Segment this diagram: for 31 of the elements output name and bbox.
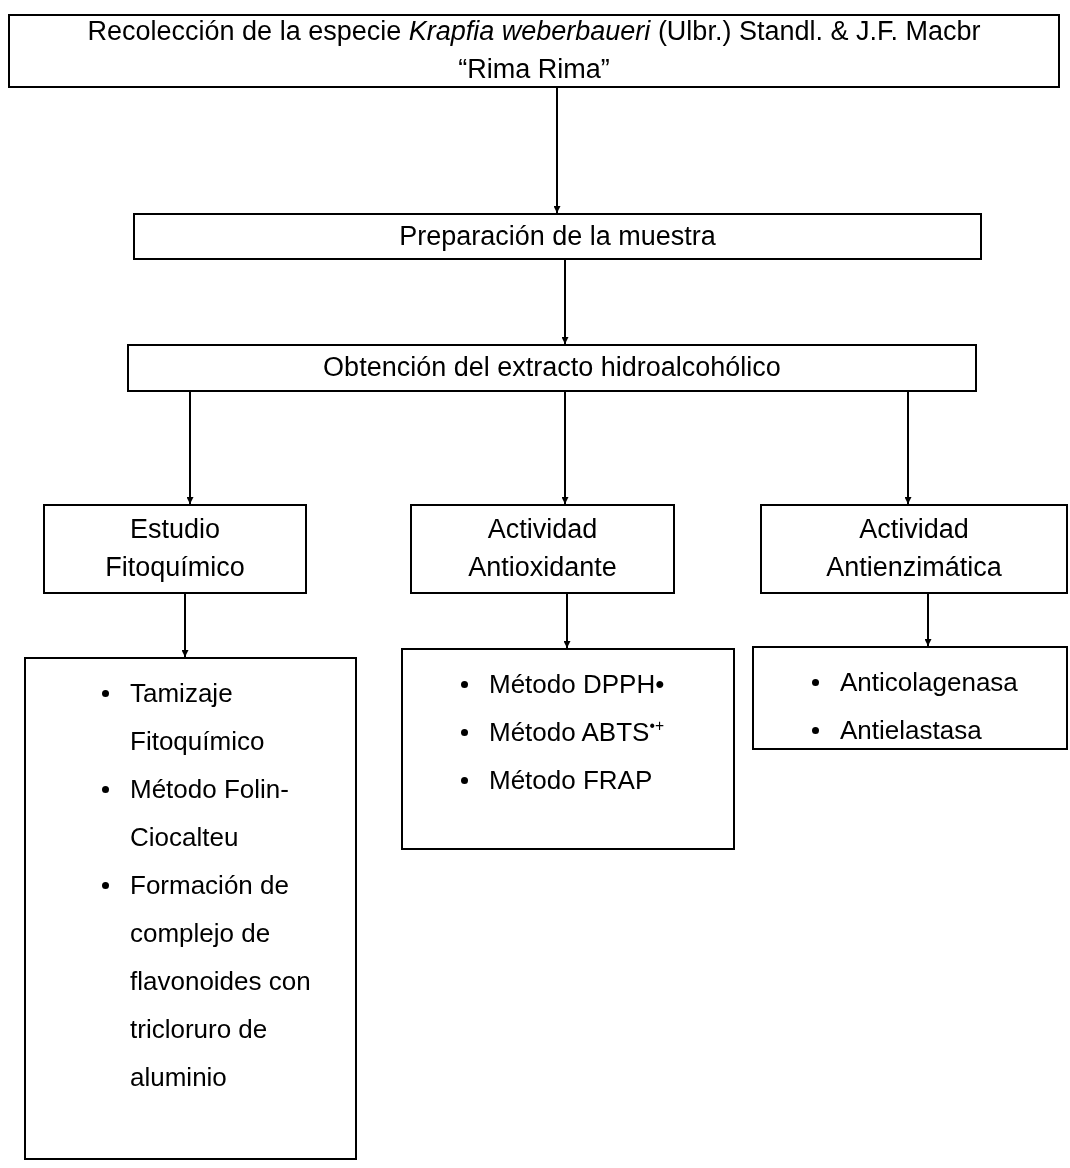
- step-label: Actividad Antioxidante: [467, 513, 618, 584]
- process-box: [8, 14, 1060, 88]
- process-box: [43, 504, 307, 594]
- process-box: [410, 504, 675, 594]
- arrow: [904, 391, 912, 505]
- arrow: [561, 259, 569, 345]
- step-label: Recolección de la especie Krapfia weberbaueri (Ulbr.) Standl. & J.F. Macbr “Rima Rima”: [86, 15, 982, 86]
- arrow: [181, 593, 189, 658]
- bullet-item: Formación de complejo de flavonoides con tricloruro de aluminio: [44, 861, 355, 1101]
- step-label: Estudio Fitoquímico: [104, 513, 246, 584]
- step-label: Obtención del extracto hidroalcohólico: [323, 351, 781, 385]
- step-label: Actividad Antienzimática: [825, 513, 1003, 584]
- method-list-box: [24, 657, 357, 1160]
- bullet-item: Anticolagenasa: [754, 658, 1066, 706]
- bullet-item: Antielastasa: [754, 706, 1066, 754]
- bullet-item: Método FRAP: [403, 756, 733, 804]
- process-box: [133, 213, 982, 260]
- bullet-item: Tamizaje Fitoquímico: [44, 669, 355, 765]
- arrow: [186, 391, 194, 505]
- arrow: [924, 593, 932, 647]
- arrow: [563, 593, 571, 649]
- process-box: [127, 344, 977, 392]
- bullet-item: Método DPPH•: [403, 660, 733, 708]
- arrow: [561, 391, 569, 505]
- bullet-item: Método ABTS$^{•+}$: [403, 708, 733, 756]
- bullet-item: Método Folin-Ciocalteu: [44, 765, 355, 861]
- arrow: [553, 87, 561, 214]
- step-label: Preparación de la muestra: [399, 219, 716, 253]
- method-list-box: [401, 648, 735, 850]
- method-list-box: [752, 646, 1068, 750]
- process-box: [760, 504, 1068, 594]
